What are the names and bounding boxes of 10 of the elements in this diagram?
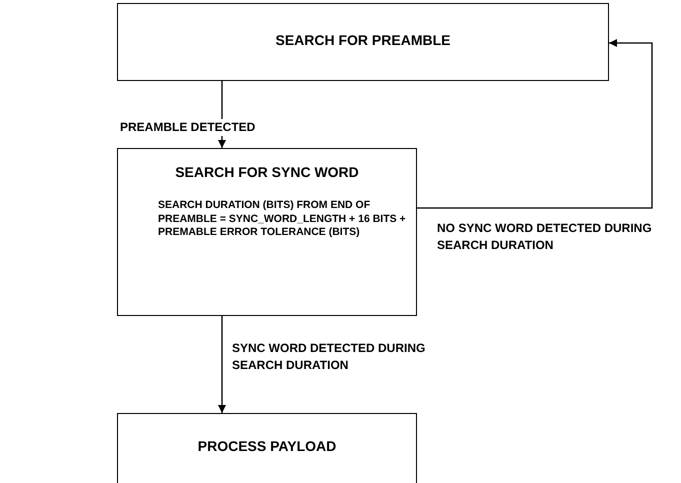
box-title: PROCESS PAYLOAD [196,438,338,454]
process-box [117,413,417,483]
arrow [417,39,653,209]
edge-label: PREAMBLE DETECTED [120,119,256,136]
process-box [117,148,417,316]
process-box [117,3,609,81]
box-title: SEARCH FOR SYNC WORD [174,164,360,180]
box-description: SEARCH DURATION (BITS) FROM END OF PREAMBLE = SYNC_WORD_LENGTH + 16 BITS + PREMABLE ERROR TOLERANCE (BITS) [158,199,406,240]
box-title: SEARCH FOR PREAMBLE [274,32,452,48]
arrow [218,316,226,413]
